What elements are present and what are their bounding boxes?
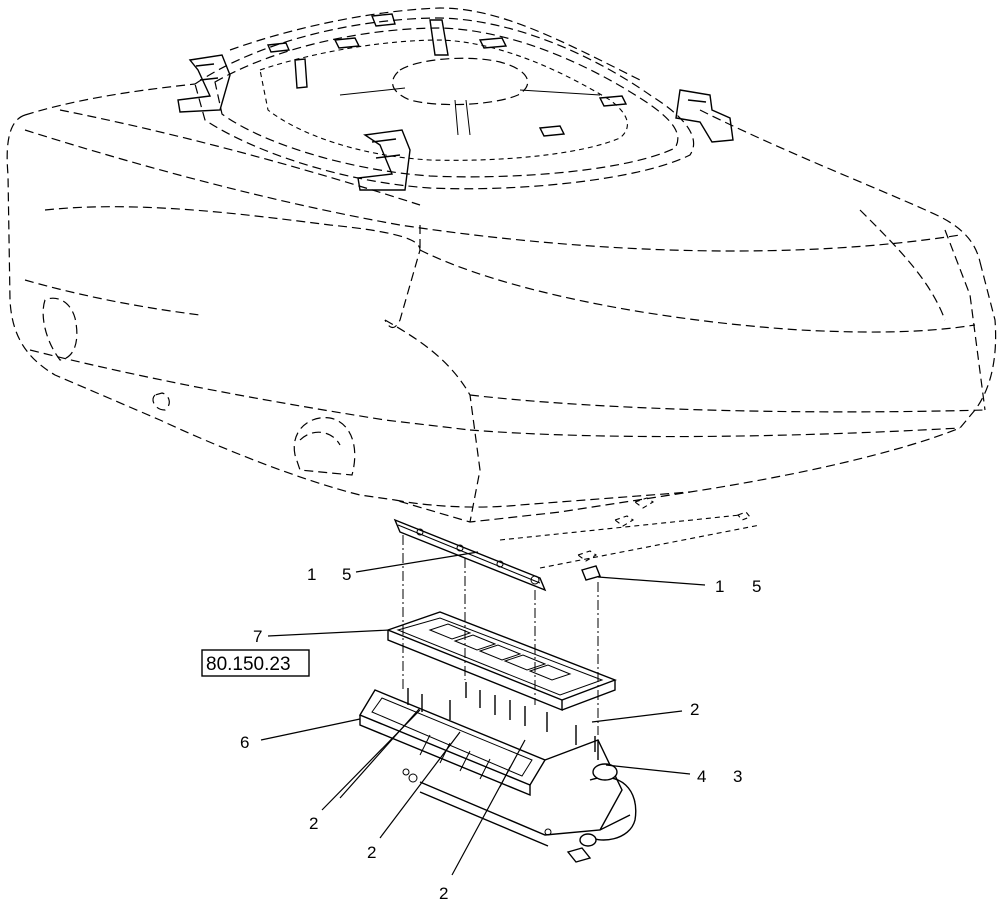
callout-7: 7 [253, 627, 262, 646]
callout-2-bottom: 2 [439, 884, 448, 903]
filter-frame-item-7 [386, 611, 617, 712]
callout-1-right: 1 [715, 577, 724, 596]
roof-hatch-assembly [177, 13, 734, 191]
reference-box[interactable]: 80.150.23 [201, 649, 310, 677]
callout-6: 6 [240, 733, 249, 752]
leader-lines [260, 551, 706, 876]
callout-4: 4 [697, 767, 706, 786]
cab-roof-phantom [6, 7, 997, 569]
callout-2-right: 2 [690, 700, 699, 719]
callout-3: 3 [733, 767, 742, 786]
callout-1-left: 1 [307, 565, 316, 584]
callout-5-left: 5 [342, 565, 351, 584]
mounting-strip [393, 518, 601, 592]
assembly-centerlines [402, 535, 599, 735]
callout-2-lower-mid: 2 [367, 843, 376, 862]
callout-labels: 1 5 1 5 7 2 6 4 3 2 2 2 [240, 565, 761, 903]
callout-5-right: 5 [752, 577, 761, 596]
reference-box-label: 80.150.23 [206, 654, 291, 675]
callout-2-lower-left: 2 [309, 814, 318, 833]
blower-housing-item-6 [358, 682, 637, 863]
